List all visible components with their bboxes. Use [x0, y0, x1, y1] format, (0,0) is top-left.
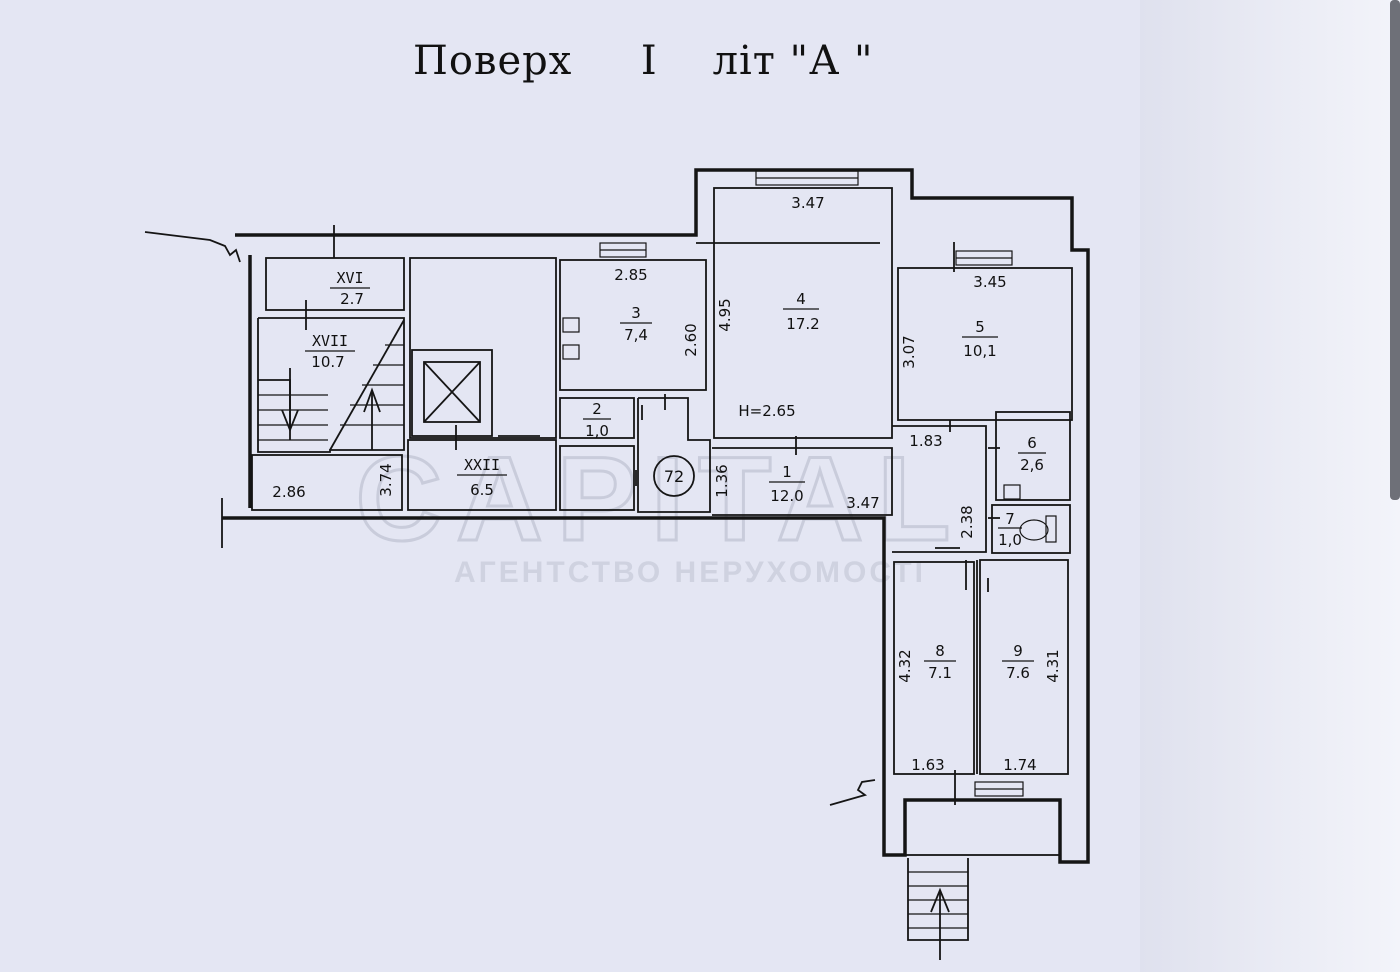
entrance-arrow-icon — [930, 887, 950, 913]
room-2-outline — [559, 397, 635, 439]
watermark-brand: CAPITAL — [355, 432, 964, 566]
room-xvi-outline — [265, 257, 405, 311]
title-floor-number: I — [640, 38, 658, 84]
dim-3-74: 3.74 — [377, 463, 395, 496]
dimension-labels: 3.47 4.95 2.85 2.60 3.45 3.07 1.83 1.36 … — [272, 194, 1062, 774]
room-xvii-area: 10.7 — [311, 353, 344, 371]
room-6-number: 6 — [1027, 434, 1037, 452]
room-5-number: 5 — [975, 318, 985, 336]
title-letter-word: літ — [712, 38, 776, 84]
dim-3-45: 3.45 — [973, 273, 1006, 291]
dim-4-31: 4.31 — [1044, 649, 1062, 682]
room-1-outline — [712, 447, 893, 516]
room-9-area: 7.6 — [1006, 664, 1030, 682]
room-1-area: 12.0 — [770, 487, 803, 505]
room-8-area: 7.1 — [928, 664, 952, 682]
room-xvi-area: 2.7 — [340, 290, 364, 308]
arrow-down-icon — [281, 409, 299, 433]
room-3-number: 3 — [631, 304, 641, 322]
dim-4-32: 4.32 — [896, 649, 914, 682]
room-6-area: 2,6 — [1020, 456, 1044, 474]
dim-2-86: 2.86 — [272, 483, 305, 501]
page-margin-strip — [1140, 0, 1400, 972]
apartment-number: 72 — [664, 467, 684, 486]
room-7-area: 1,0 — [998, 531, 1022, 549]
dim-4-95: 4.95 — [716, 298, 734, 331]
room-xxii-area: 6.5 — [470, 481, 494, 499]
apartment-number-circle — [653, 455, 695, 497]
room-4-area: 17.2 — [786, 315, 819, 333]
dim-3-47-bottom: 3.47 — [846, 494, 879, 512]
dim-2-38: 2.38 — [958, 505, 976, 538]
watermark-subtitle: АГЕНТСТВО НЕРУХОМОСТІ — [454, 556, 926, 589]
stair-arrows — [281, 368, 950, 960]
room-9-outline — [979, 559, 1069, 775]
room-4-number: 4 — [796, 290, 806, 308]
dim-1-74: 1.74 — [1003, 756, 1036, 774]
room-1-number: 1 — [782, 463, 792, 481]
room-9-number: 9 — [1013, 642, 1023, 660]
elevator-icon — [423, 361, 481, 423]
room-xxii-number: XXII — [464, 456, 500, 474]
windows — [599, 170, 1024, 797]
room-labels: XVI 2.7 XVII 10.7 XXII 6.5 3 7,4 2 1,0 4… — [305, 269, 1046, 682]
scrollbar-thumb[interactable] — [1390, 0, 1400, 500]
room-2-number: 2 — [592, 400, 602, 418]
dim-1-63: 1.63 — [911, 756, 944, 774]
break-lines — [144, 231, 876, 806]
dim-3-47-top: 3.47 — [791, 194, 824, 212]
dim-1-36: 1.36 — [713, 464, 731, 497]
dim-2-85: 2.85 — [614, 266, 647, 284]
title-letter-value: "А " — [789, 38, 874, 84]
room-5-outline — [897, 267, 1073, 421]
room-8-number: 8 — [935, 642, 945, 660]
room-xvii-number: XVII — [312, 332, 348, 350]
arrow-up-icon — [363, 387, 381, 413]
room-outlines — [251, 187, 1073, 941]
room-7-outline — [991, 504, 1071, 554]
doors — [305, 225, 1000, 805]
dim-2-60: 2.60 — [682, 323, 700, 356]
room-5-area: 10,1 — [963, 342, 996, 360]
dim-3-07: 3.07 — [900, 335, 918, 368]
room-6-outline — [995, 411, 1071, 501]
room-4-outline — [713, 187, 893, 439]
room-xxii-outline — [407, 439, 557, 511]
room-7-number: 7 — [1005, 510, 1015, 528]
room-8-outline — [893, 561, 975, 775]
room-xvi-number: XVI — [336, 269, 363, 287]
ceiling-height: H=2.65 — [738, 402, 795, 420]
title-floor-word: Поверх — [413, 38, 573, 84]
room-3-area: 7,4 — [624, 326, 648, 344]
outer-walls — [222, 168, 1090, 864]
page-title: Поверх I літ "А " — [413, 38, 873, 88]
room-2-area: 1,0 — [585, 422, 609, 440]
dim-1-83: 1.83 — [909, 432, 942, 450]
room-3-outline — [559, 259, 707, 391]
